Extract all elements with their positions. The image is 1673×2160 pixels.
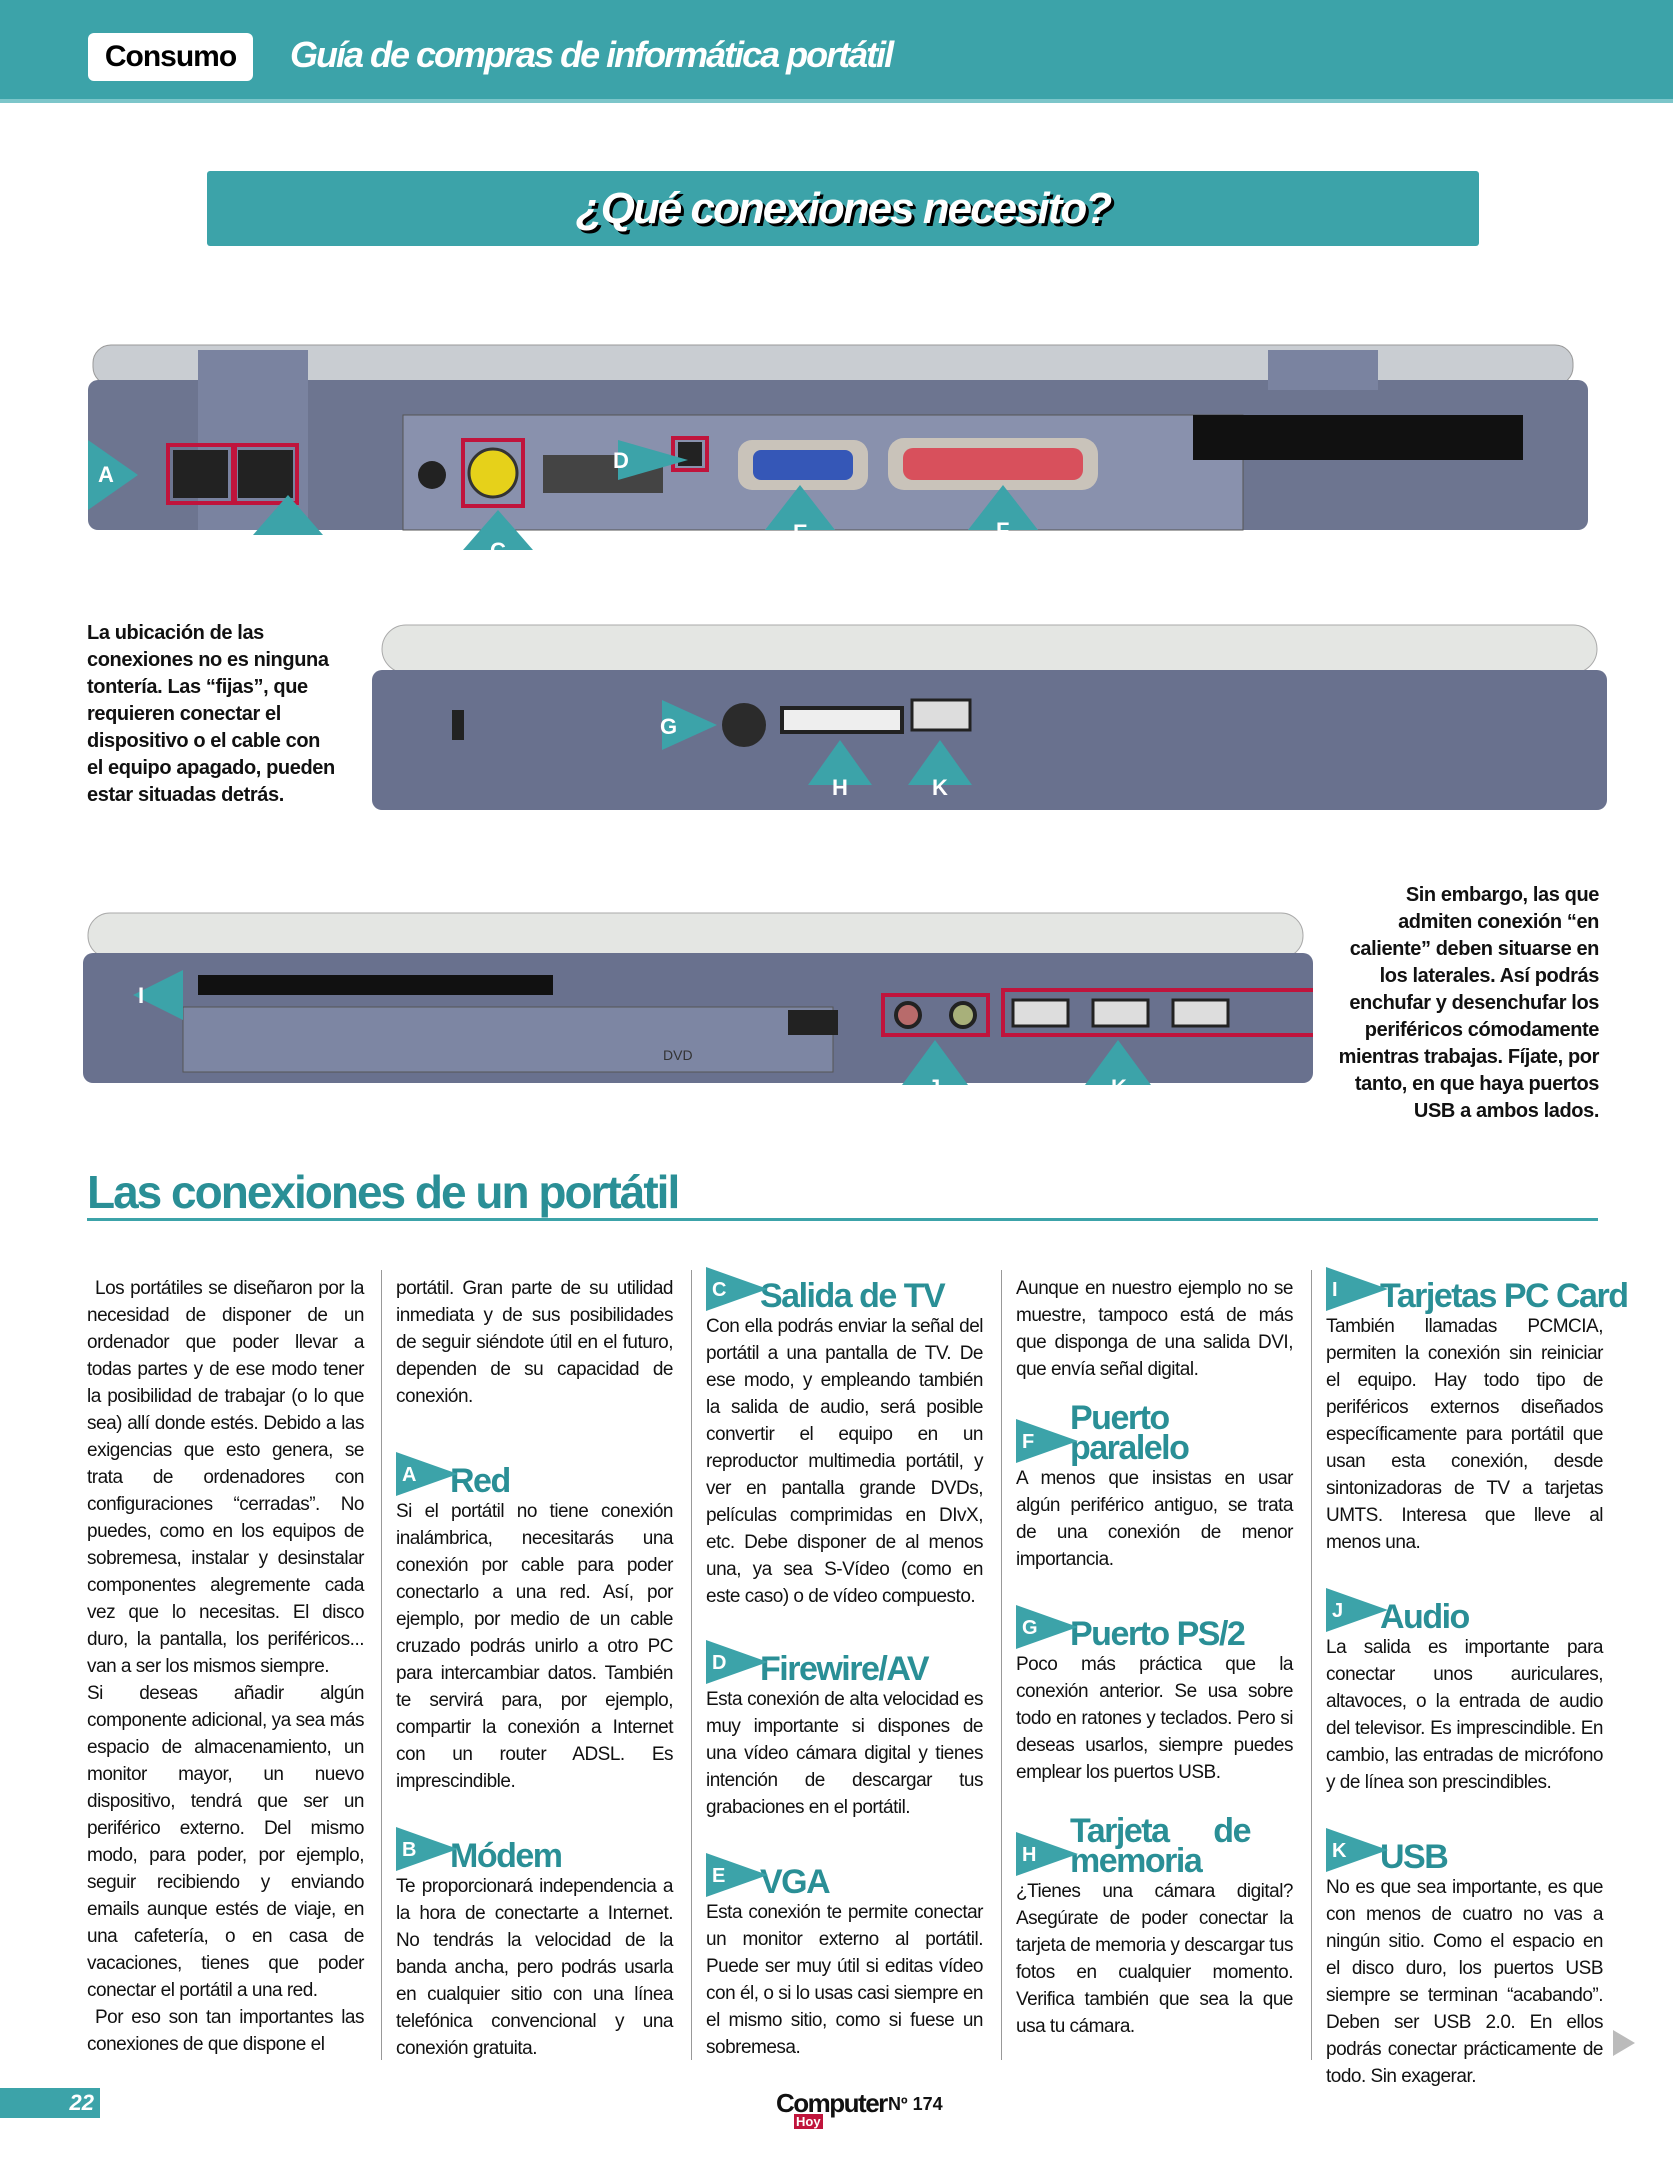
section-text: Poco más práctica que la conexión anteri… — [1016, 1654, 1294, 1783]
column-1: Los portátiles se diseñaron por la neces… — [87, 1275, 365, 2058]
section-text: Con ella podrás enviar la señal del port… — [706, 1316, 984, 1607]
triangle-marker-icon: H — [1016, 1832, 1078, 1876]
section-text: También llamadas PCMCIA, permiten la con… — [1326, 1316, 1604, 1553]
label-g: G — [660, 714, 677, 739]
marker-a — [88, 440, 138, 510]
section-text: La salida es importante para conectar un… — [1326, 1637, 1604, 1793]
column-divider — [381, 1270, 382, 2060]
triangle-marker-icon: J — [1326, 1588, 1388, 1632]
triangle-marker-icon: G — [1016, 1605, 1078, 1649]
paragraph: Si deseas añadir algún componente adicio… — [87, 1683, 365, 2001]
label-a: A — [98, 462, 114, 487]
label-e: E — [793, 520, 808, 545]
column-divider — [1001, 1270, 1002, 2060]
banner-title: ¿Qué conexiones necesito? — [575, 184, 1112, 233]
paragraph: Los portátiles se diseñaron por la neces… — [87, 1278, 365, 1677]
label-k-right: K — [1111, 1075, 1127, 1100]
laptop-back-photo: A B C D E F — [88, 344, 1588, 563]
header-bar: Consumo Guía de compras de informática p… — [0, 0, 1673, 103]
triangle-marker-icon: C — [706, 1267, 768, 1311]
page-banner: ¿Qué conexiones necesito? — [207, 171, 1479, 246]
section-text: Aunque en nuestro ejemplo no se muestre,… — [1016, 1278, 1294, 1380]
paragraph: Por eso son tan importantes las conexion… — [87, 2007, 365, 2055]
triangle-marker-icon: E — [706, 1853, 768, 1897]
caption-right: Sin embargo, las que admiten conexión “e… — [1338, 884, 1600, 1122]
triangle-marker-icon: I — [1326, 1267, 1388, 1311]
section-text: Esta conexión de alta velocidad es muy i… — [706, 1689, 984, 1818]
column-4: Aunque en nuestro ejemplo no se muestre,… — [1016, 1275, 1294, 2040]
label-k-left: K — [932, 775, 948, 800]
triangle-marker-icon: B — [396, 1827, 458, 1871]
section-text: Esta conexión te permite conectar un mon… — [706, 1902, 984, 2058]
issue-number: Nº 174 — [888, 2094, 943, 2114]
column-divider — [1311, 1270, 1312, 2060]
section-text: ¿Tienes una cámara digital? Asegúrate de… — [1016, 1881, 1294, 2037]
column-divider — [691, 1270, 692, 2060]
label-d: D — [613, 448, 629, 473]
label-i: I — [138, 983, 144, 1008]
page-number: 22 — [0, 2088, 100, 2118]
triangle-marker-icon: A — [396, 1452, 458, 1496]
section-text: Si el portátil no tiene conexión inalámb… — [396, 1501, 674, 1792]
column-2: portátil. Gran parte de su utilidad inme… — [396, 1275, 674, 2062]
label-f: F — [996, 518, 1009, 543]
label-b: B — [280, 536, 296, 561]
article-heading: Las conexiones de un portátil — [87, 1165, 1598, 1221]
triangle-marker-icon: F — [1016, 1419, 1078, 1463]
next-page-arrow-icon — [1613, 2030, 1635, 2056]
label-h: H — [832, 775, 848, 800]
label-j: J — [928, 1075, 940, 1100]
section-text: A menos que insistas en usar algún perif… — [1016, 1468, 1294, 1570]
section-text: Te proporcionará independencia a la hora… — [396, 1876, 674, 2059]
article-title: Las conexiones de un portátil — [87, 1166, 680, 1218]
dvd-logo: DVD — [663, 1047, 693, 1063]
laptop-left-side-photo: G H K — [372, 624, 1607, 810]
section-badge: Consumo — [88, 33, 253, 81]
triangle-marker-icon: K — [1326, 1828, 1388, 1872]
caption-left: La ubicación de las conexiones no es nin… — [87, 622, 335, 806]
label-c: C — [490, 538, 506, 563]
triangle-marker-icon: D — [706, 1640, 768, 1684]
laptop-right-side-photo: DVD I J K — [83, 912, 1313, 1100]
paragraph: portátil. Gran parte de su utilidad inme… — [396, 1278, 674, 1407]
guide-title: Guía de compras de informática portátil — [290, 34, 894, 75]
section-text: No es que sea importante, es que con men… — [1326, 1877, 1604, 2087]
